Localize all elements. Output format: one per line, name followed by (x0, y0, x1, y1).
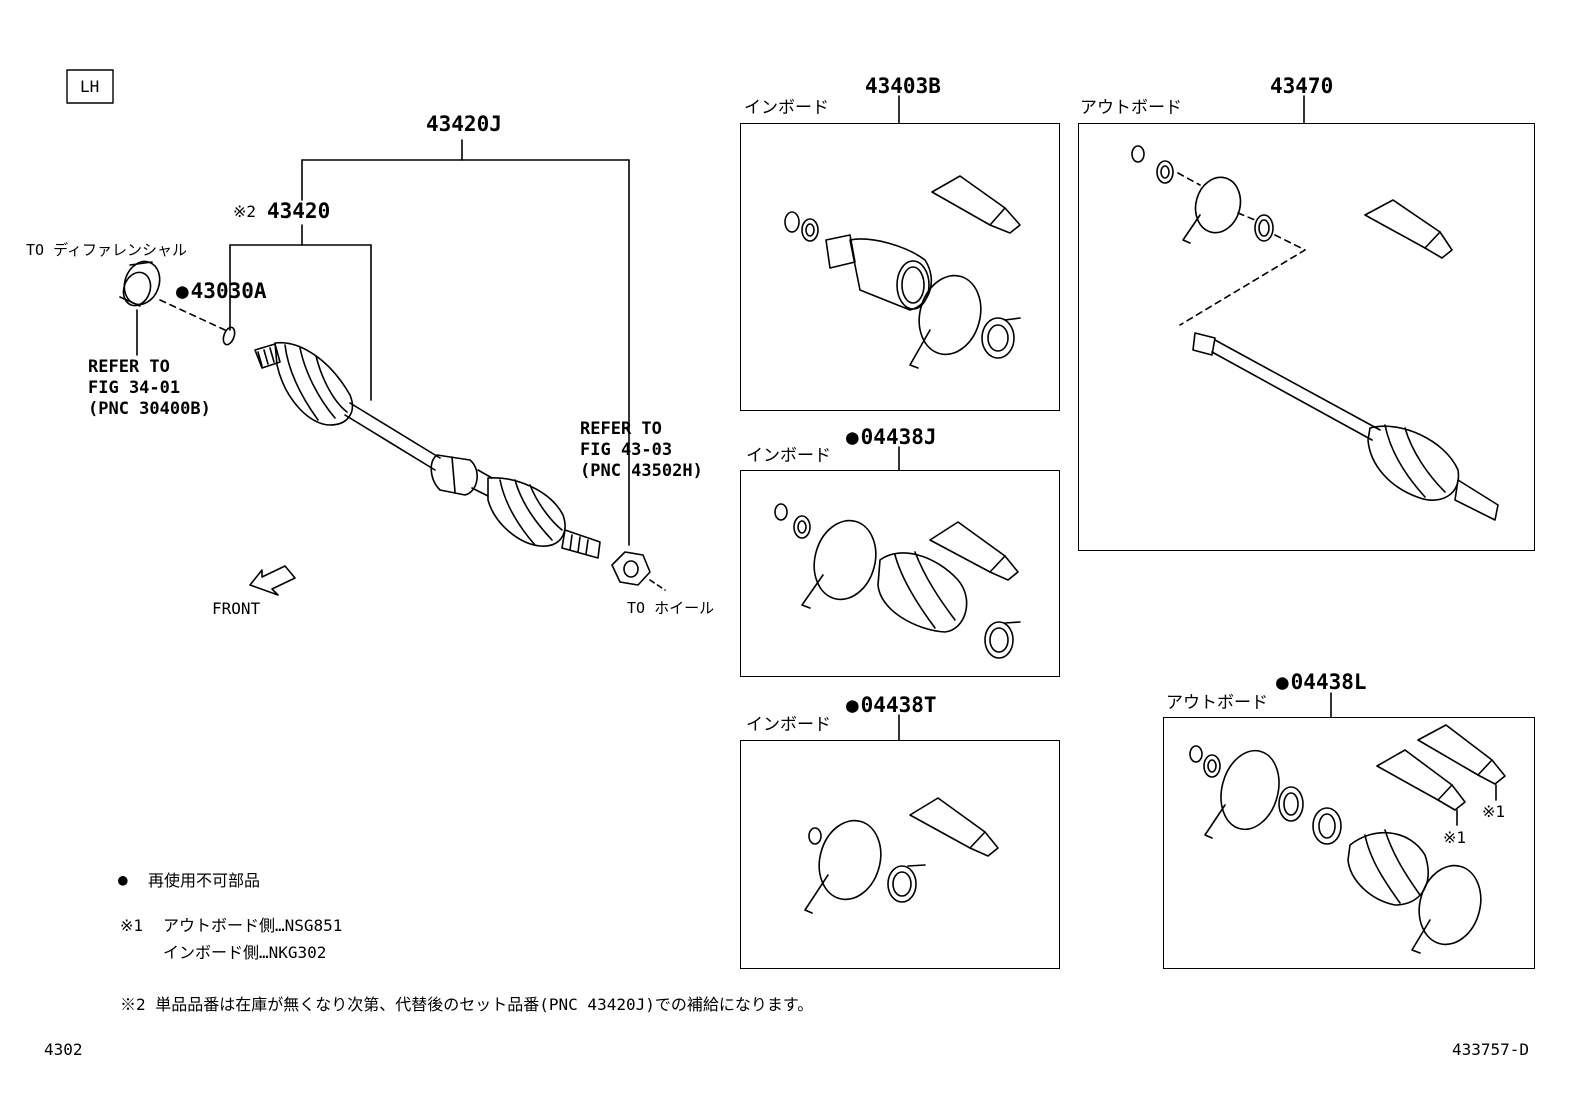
page-number: 4302 (44, 1040, 83, 1059)
refer-right: REFER TO FIG 43-03 (PNC 43502H) (580, 419, 703, 481)
inboard-label-2: インボード (746, 446, 831, 466)
outboard-label-2: アウトボード (1166, 693, 1268, 713)
to-differential-label: TO ディファレンシャル (26, 241, 188, 259)
assy-bracket (302, 140, 629, 545)
part-number-boot-kit-j[interactable]: 04438J (846, 427, 937, 448)
shaft-bracket (230, 225, 371, 400)
note-mark-2: ※2 (233, 202, 257, 221)
part-number-boot-kit-t[interactable]: 04438T (846, 695, 937, 716)
to-wheel-label: TO ホイール (627, 599, 715, 617)
kit-43403b-parts (785, 176, 1020, 368)
kit-box-43403b (740, 123, 1060, 411)
inboard-label-1: インボード (744, 98, 829, 118)
kit-43470-parts (1132, 146, 1498, 520)
side-label: LH (80, 77, 100, 96)
kit-box-04438l (1163, 717, 1535, 969)
drawing-number: 433757-D (1452, 1040, 1530, 1059)
side-label-box (67, 70, 113, 103)
kit-leaders (899, 96, 1331, 740)
front-arrow (250, 566, 295, 595)
kit-04438t-parts (805, 798, 998, 913)
snap-ring (221, 326, 237, 346)
front-label: FRONT (212, 599, 261, 618)
legend-non-reusable: 再使用不可部品 (148, 871, 261, 890)
oil-seal (119, 257, 166, 355)
kit-04438j-parts (775, 504, 1020, 658)
legend-note1-line2: インボード側…NKG302 (163, 943, 327, 962)
kit-04438l-parts (1190, 725, 1505, 953)
part-number-assy[interactable]: 43420J (426, 112, 502, 136)
part-number-boot-kit-l[interactable]: 04438L (1276, 672, 1367, 693)
legend-dot: ● (118, 870, 128, 889)
part-number-inboard-kit[interactable]: 43403B (865, 74, 941, 98)
axle-nut (612, 552, 650, 585)
outboard-label-1: アウトボード (1080, 98, 1182, 118)
drive-shaft (255, 343, 600, 558)
part-number-shaft[interactable]: 43420 (267, 199, 331, 223)
legend-note2: ※2 単品品番は在庫が無くなり次第、代替後のセット品番(PNC 43420J)で… (120, 995, 814, 1014)
part-number-outboard-kit[interactable]: 43470 (1270, 74, 1334, 98)
kit-box-04438j (740, 470, 1060, 677)
legend-note1-line1: アウトボード側…NSG851 (163, 916, 343, 935)
kit-box-04438t (740, 740, 1060, 969)
legend-note1-mark: ※1 (120, 916, 144, 935)
inboard-label-3: インボード (746, 715, 831, 735)
kit-box-43470 (1078, 123, 1535, 551)
assembly-axis (160, 300, 225, 330)
refer-left: REFER TO FIG 34-01 (PNC 30400B) (88, 357, 211, 419)
note-mark-1b: ※1 (1443, 828, 1467, 847)
part-number-snap-ring[interactable]: 43030A (176, 281, 267, 302)
note-mark-1a: ※1 (1482, 802, 1506, 821)
